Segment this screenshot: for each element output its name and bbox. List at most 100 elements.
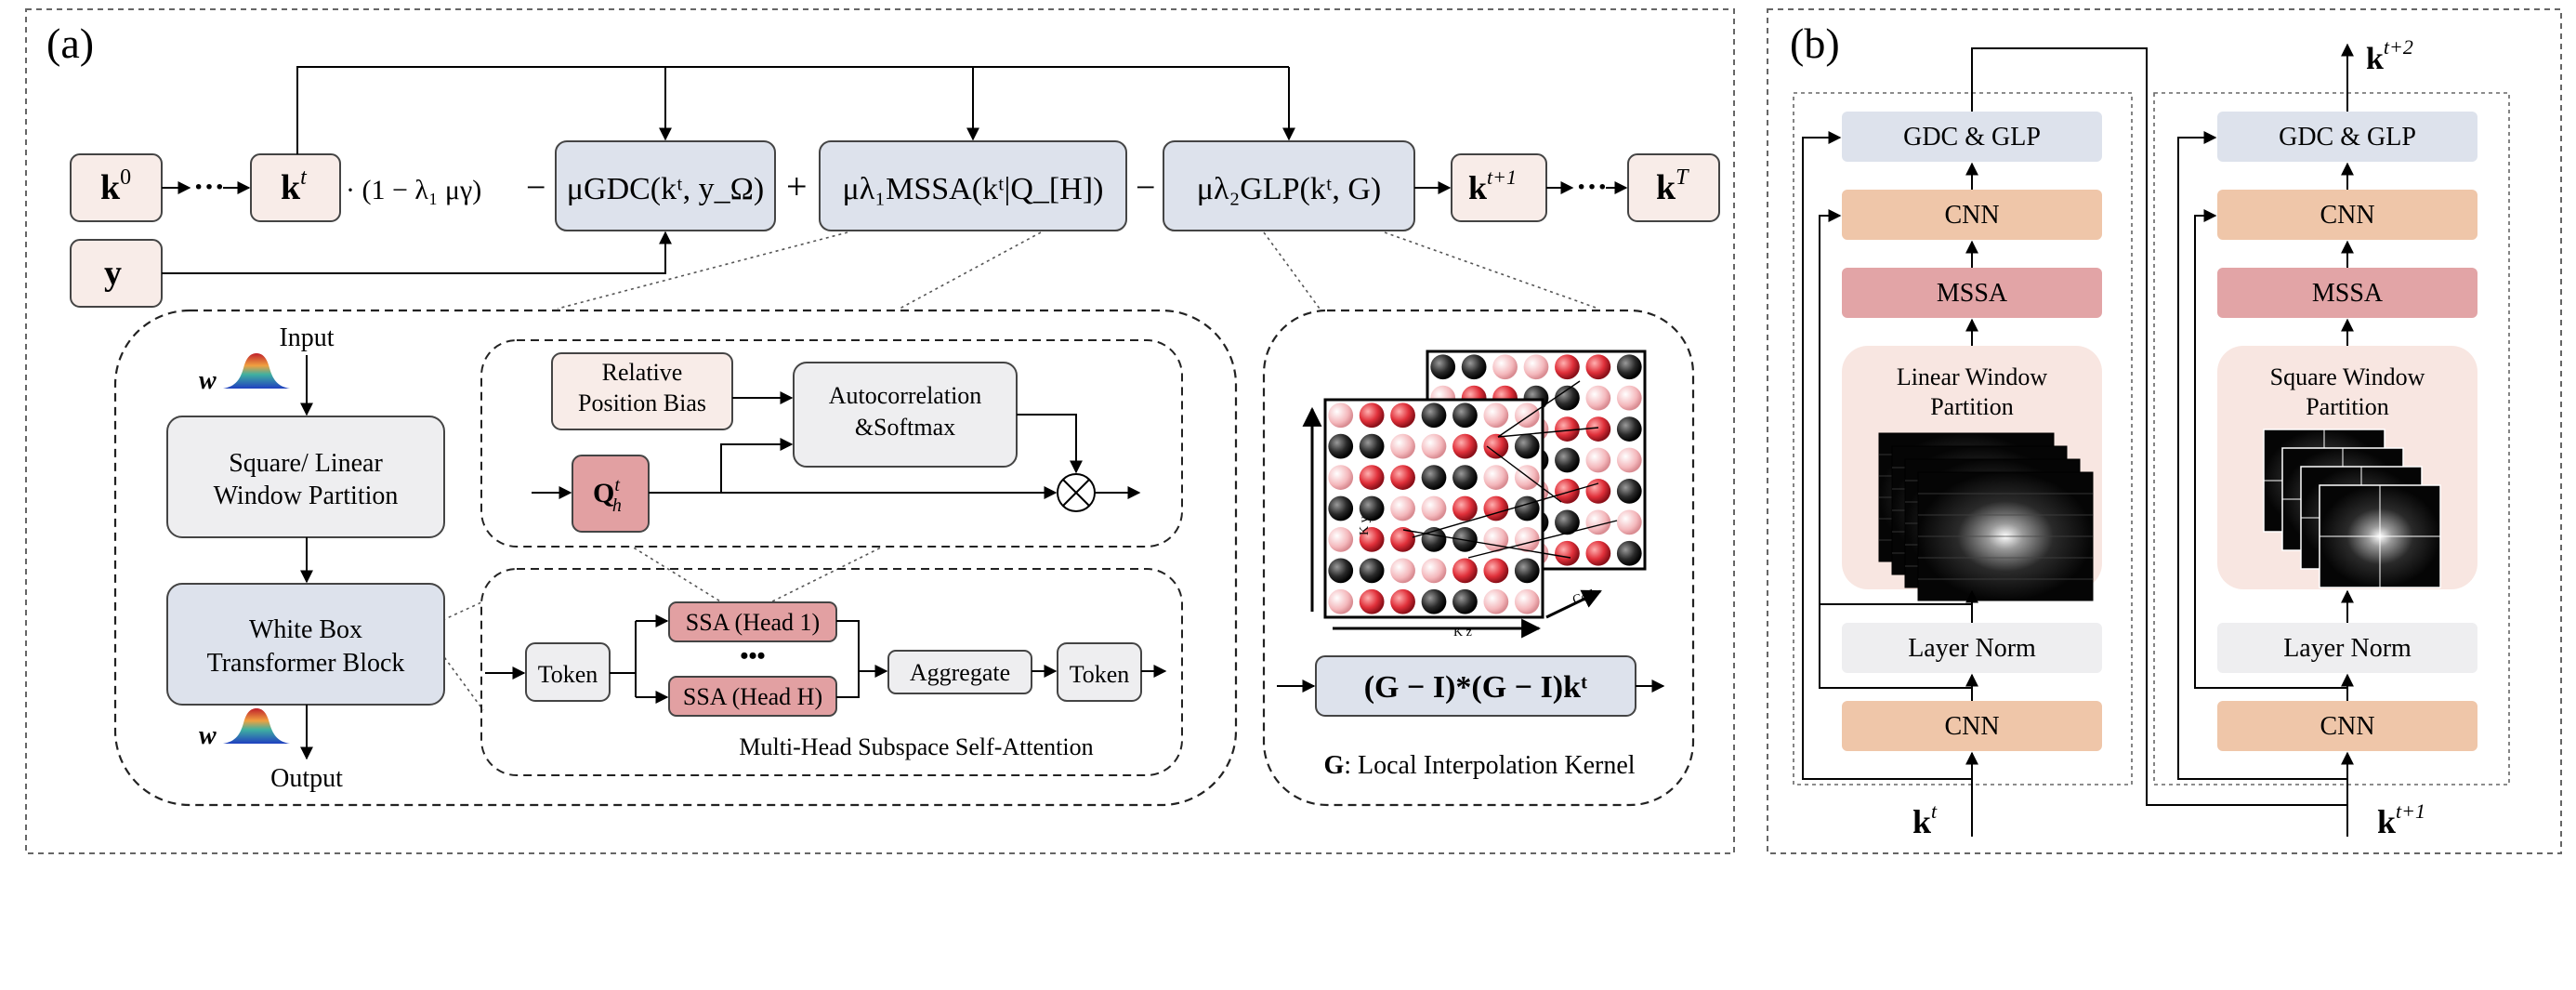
left-gdc-box — [1842, 112, 2102, 162]
eq-plus: + — [786, 165, 808, 207]
right-part-l2: Partition — [2306, 393, 2389, 420]
kspace-sample — [1555, 479, 1580, 504]
rpb-l1: Relative — [602, 359, 683, 386]
kspace-sample — [1452, 495, 1478, 521]
multi-head-frame — [480, 568, 1183, 776]
kspace-sample — [1421, 433, 1447, 459]
eq-dots-left: ··· — [193, 170, 225, 205]
kspace-sample — [1616, 479, 1642, 504]
left-cnn-top-text: CNN — [1944, 201, 1999, 230]
kspace-sample — [1585, 447, 1611, 473]
kspace-sample — [1585, 479, 1611, 504]
rpb-l2: Position Bias — [578, 389, 706, 416]
kernel-caption: G: Local Interpolation Kernel — [1323, 751, 1635, 780]
kspace-sample — [1555, 354, 1580, 380]
linear-window-stack-image — [1878, 432, 2094, 601]
kspace-sample — [1555, 416, 1580, 442]
kspace-sample — [1390, 403, 1415, 429]
right-mssa-box — [2217, 268, 2477, 318]
kspace-sample — [1452, 433, 1478, 459]
kspace-sample — [1421, 588, 1447, 614]
kspace-sample — [1514, 527, 1540, 552]
kspace-grid-illustration — [1323, 350, 1647, 619]
svg-text:w: w — [199, 366, 217, 395]
kspace-sample — [1359, 558, 1385, 584]
eq-minus-1: − — [526, 168, 545, 207]
attention-arrows — [532, 391, 1141, 499]
kspace-sample — [1421, 558, 1447, 584]
kspace-sample — [1359, 433, 1385, 459]
window-partition-l2: Window Partition — [214, 482, 399, 510]
kspace-sample — [1492, 354, 1518, 380]
kspace-sample — [1359, 465, 1385, 490]
eq-factor: · (1 − λ₁ μγ) — [346, 175, 481, 205]
kspace-sample — [1514, 465, 1540, 490]
left-input-label: kt — [1912, 799, 1938, 840]
eq-minus-2: − — [1136, 168, 1155, 207]
kspace-sample — [1483, 558, 1509, 584]
wavelet-icon — [223, 708, 290, 744]
kernel-link — [1497, 427, 1599, 438]
aggregate-text: Aggregate — [910, 659, 1010, 686]
left-ln-text: Layer Norm — [1908, 634, 2036, 663]
kspace-sample — [1616, 354, 1642, 380]
input-label: Input — [279, 323, 334, 352]
right-cnn-top-box — [2217, 190, 2477, 240]
glp-text: μλ₂GLP(kᵗ, G) — [1197, 172, 1382, 206]
panel-b: (b) GDC & GLP CNN MSSA Linear Window Par… — [1767, 8, 2562, 854]
right-cnn-bot-text: CNN — [2320, 712, 2374, 741]
right-gdc-box — [2217, 112, 2477, 162]
kspace-sample — [1555, 540, 1580, 566]
kspace-sample — [1483, 588, 1509, 614]
window-partition-l1: Square/ Linear — [229, 449, 383, 478]
relative-position-bias-box — [551, 352, 733, 430]
white-box-l2: Transformer Block — [207, 649, 405, 678]
kernel-link — [1402, 529, 1571, 559]
left-ln-box — [1842, 623, 2102, 673]
multi-head-caption: Multi-Head Subspace Self-Attention — [739, 733, 1093, 760]
kernel-link — [1467, 520, 1618, 559]
kspace-sample — [1359, 403, 1385, 429]
kspace-sample — [1616, 416, 1642, 442]
panel-b-arrows — [1802, 43, 2354, 837]
panel-a: (a) k0 ··· kt · (1 − λ₁ μγ) − μGDC(kᵗ, y… — [25, 8, 1735, 854]
panel-a-label: (a) — [46, 20, 94, 67]
kernel-frame — [1262, 309, 1695, 807]
kspace-sample — [1328, 588, 1354, 614]
right-mssa-text: MSSA — [2312, 279, 2384, 308]
right-input-label: kt+1 — [2377, 799, 2425, 840]
multi-head-arrows — [485, 614, 1167, 704]
attention-detail-frame — [480, 339, 1183, 548]
transformer-block-frame — [113, 309, 1238, 807]
left-gdc-text: GDC & GLP — [1903, 123, 2041, 152]
eq-arrows — [162, 66, 1628, 274]
heads-dots: ••• — [740, 642, 765, 669]
output-label: Output — [270, 764, 343, 793]
white-box-transformer-box — [166, 583, 445, 706]
kspace-sample — [1328, 558, 1354, 584]
right-ln-text: Layer Norm — [2283, 634, 2412, 663]
kernel-link — [1497, 380, 1581, 438]
right-gdc-text: GDC & GLP — [2279, 123, 2416, 152]
ky-label: K y — [1358, 516, 1372, 535]
kspace-sample — [1328, 433, 1354, 459]
kspace-sample — [1483, 465, 1509, 490]
kspace-sample — [1452, 588, 1478, 614]
left-mssa-box — [1842, 268, 2102, 318]
kspace-sample — [1390, 465, 1415, 490]
kspace-sample — [1585, 509, 1611, 535]
kspace-sample — [1514, 558, 1540, 584]
square-window-stack-image — [2263, 429, 2441, 588]
svg-text:w: w — [199, 721, 217, 750]
kt-box — [250, 153, 341, 222]
kspace-sample — [1483, 433, 1509, 459]
kspace-sample — [1555, 509, 1580, 535]
panel-b-frame — [1767, 8, 2562, 854]
kspace-sample — [1359, 527, 1385, 552]
kspace-sample — [1585, 416, 1611, 442]
top-output-label: kt+2 — [2366, 35, 2413, 76]
y-text: y — [104, 254, 122, 293]
kT-box — [1627, 153, 1720, 222]
left-part-l1: Linear Window — [1897, 363, 2048, 390]
kspace-sample — [1390, 495, 1415, 521]
